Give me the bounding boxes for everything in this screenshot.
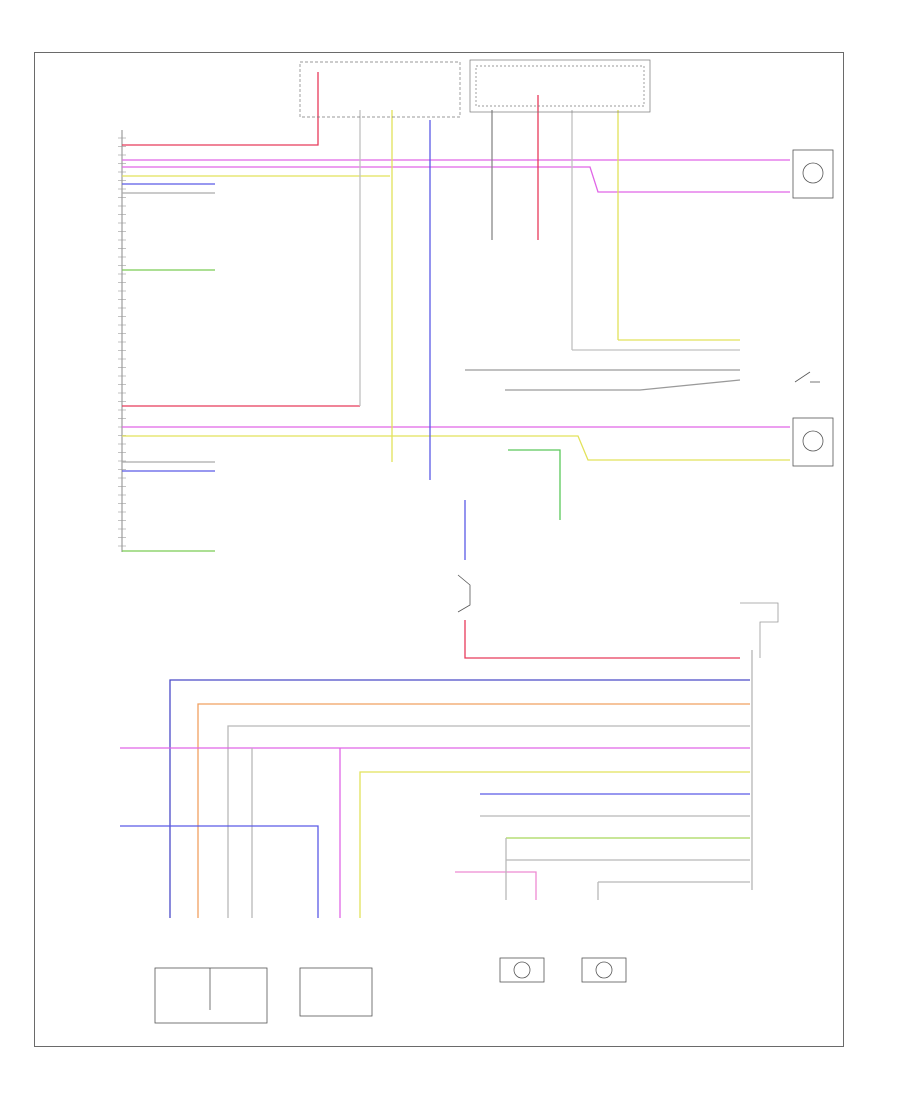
brake-pedal-switch <box>457 574 471 613</box>
diagram-border <box>34 52 844 1047</box>
left-rear-wheel-sensor <box>792 417 834 467</box>
wire-violet-frs-2 <box>122 166 790 193</box>
turbine-speed-sensor-b <box>581 957 627 983</box>
tcm-speed-sensor-assembly <box>154 967 268 1024</box>
wire-red-power <box>122 72 319 146</box>
wire-red-brake <box>464 620 740 659</box>
output-shaft-speed-sensor <box>299 967 373 1017</box>
turbine-speed-sensor-a <box>499 957 545 983</box>
fuse-box <box>299 59 651 118</box>
wire-brake-2 <box>505 379 741 391</box>
wire-yellow-lrs <box>122 435 790 461</box>
wire-green-mid <box>508 449 561 520</box>
wire-orange-pcm <box>197 703 750 918</box>
wire-navy-pcm <box>169 679 750 918</box>
wire-pink-pcm <box>455 871 537 900</box>
wire-gray-pcm-1 <box>227 725 750 918</box>
front-right-wheel-sensor <box>792 149 834 199</box>
wire-pcm-top <box>740 602 779 658</box>
wire-blue-pcm <box>120 825 319 918</box>
brake-switch <box>794 371 820 383</box>
wire-yellow-pcm <box>359 771 750 918</box>
